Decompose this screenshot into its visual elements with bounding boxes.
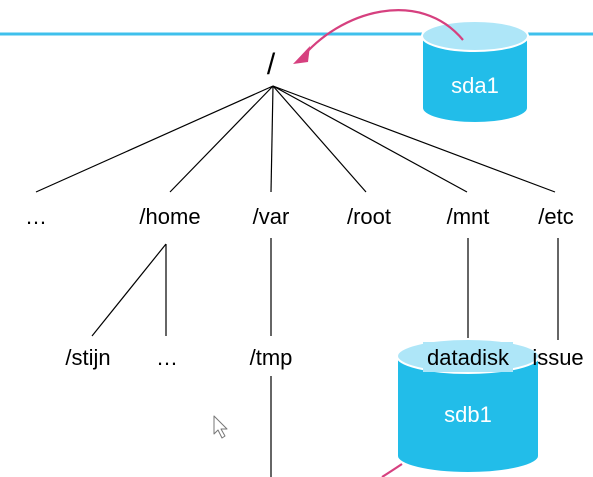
mount-arrow-sda1-head: [293, 46, 310, 64]
disk-sda1-top: [421, 20, 529, 52]
edge-root-var: [270, 85, 274, 193]
edge-root-root: [272, 85, 367, 193]
node-var: /var: [253, 204, 290, 229]
node-tmp: /tmp: [250, 345, 293, 370]
disk-sda1-label: sda1: [451, 73, 499, 98]
edge-root-ellipsis: [35, 85, 274, 193]
tree-edges: [35, 85, 559, 477]
node-etc: /etc: [538, 204, 573, 229]
node-home: /home: [139, 204, 200, 229]
node-ellipsis-level2: …: [156, 345, 178, 370]
node-mnt: /mnt: [447, 204, 490, 229]
disk-sdb1-label: sdb1: [444, 402, 492, 427]
edge-home-stijn: [91, 243, 167, 337]
edge-root-home: [169, 85, 274, 193]
disk-sdb1-body: [396, 355, 540, 474]
node-datadisk: datadisk: [427, 345, 510, 370]
node-root: /: [267, 48, 276, 81]
node-root-dir: /root: [347, 204, 391, 229]
mouse-pointer-icon: [213, 415, 228, 439]
edge-root-etc: [272, 85, 556, 193]
mount-arrow-sdb1-stub: [381, 463, 403, 477]
mount-arrow-sda1: [299, 9, 464, 61]
disk-sda1-body: [421, 35, 529, 124]
node-ellipsis-level1: …: [25, 204, 47, 229]
disk-sda1: sda1: [421, 20, 529, 124]
edge-root-mnt: [272, 85, 468, 193]
node-stijn: /stijn: [65, 345, 110, 370]
node-issue: issue: [532, 345, 583, 370]
datadisk-label-background: [423, 342, 513, 372]
